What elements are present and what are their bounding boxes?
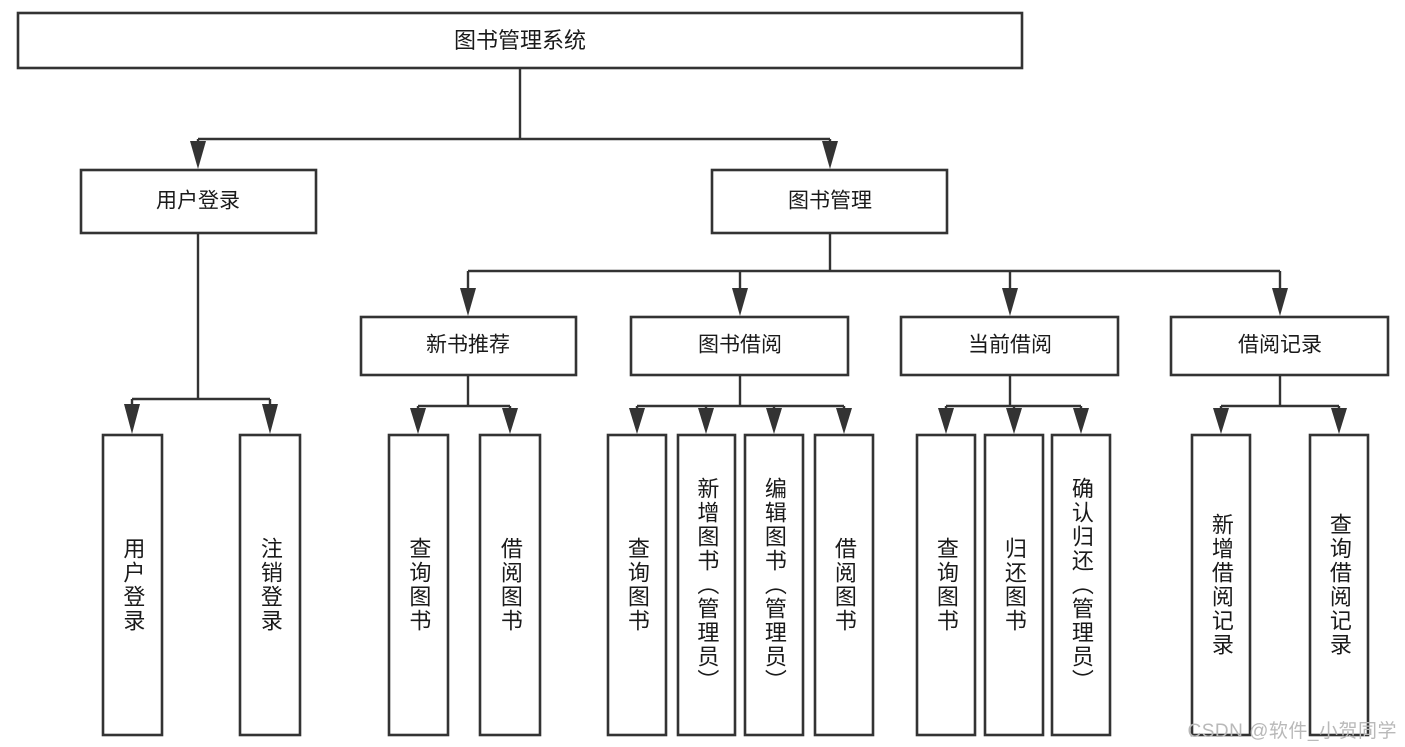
leaf-query-book-1-box[interactable]	[387, 433, 450, 737]
arrowhead-leaf-borrow-book-1	[502, 408, 518, 434]
node-book-borrow-box[interactable]	[629, 315, 850, 377]
node-user-login-box[interactable]	[79, 168, 318, 235]
node-current-borrow-label: 当前借阅	[968, 334, 1052, 357]
node-root-box[interactable]	[16, 11, 1024, 70]
leaf-query-book-2-box[interactable]	[606, 433, 668, 737]
node-borrow-record-label: 借阅记录	[1238, 334, 1322, 357]
arrowhead-book-management	[822, 141, 838, 169]
arrowhead-leaf-query-book-2	[629, 408, 645, 434]
node-user-login[interactable]: 用户登录	[79, 168, 318, 235]
arrowhead-new-book-recommend	[460, 288, 476, 316]
leaf-edit-book-box[interactable]	[743, 433, 805, 737]
leaf-return-book-box[interactable]	[983, 433, 1045, 737]
node-borrow-record-box[interactable]	[1169, 315, 1390, 377]
arrowhead-leaf-return-book	[1006, 408, 1022, 434]
leaf-user-logout-box[interactable]	[238, 433, 302, 737]
leaf-box-layer[interactable]	[101, 433, 1370, 737]
node-new-book-recommend-label: 新书推荐	[426, 334, 510, 357]
arrowhead-leaf-user-login	[124, 404, 140, 434]
node-book-borrow[interactable]: 图书借阅	[629, 315, 850, 377]
leaf-add-record-box[interactable]	[1190, 433, 1252, 737]
leaf-user-login-box[interactable]	[101, 433, 164, 737]
node-root-label: 图书管理系统	[454, 28, 586, 53]
node-new-book-recommend-box[interactable]	[359, 315, 578, 377]
arrowhead-current-borrow	[1002, 288, 1018, 316]
arrowhead-leaf-confirm-return	[1073, 408, 1089, 434]
arrowhead-leaf-query-book-1	[410, 408, 426, 434]
leaf-confirm-return-box[interactable]	[1050, 433, 1112, 737]
node-book-borrow-label: 图书借阅	[698, 334, 782, 357]
arrowhead-user-login	[190, 141, 206, 169]
node-root[interactable]: 图书管理系统	[16, 11, 1024, 70]
arrowhead-book-borrow	[732, 288, 748, 316]
leaf-borrow-book-1-box[interactable]	[478, 433, 542, 737]
node-user-login-label: 用户登录	[156, 190, 240, 213]
arrowhead-leaf-add-book	[698, 408, 714, 434]
leaf-borrow-book-2-box[interactable]	[813, 433, 875, 737]
leaf-add-book-box[interactable]	[676, 433, 737, 737]
node-book-management[interactable]: 图书管理	[710, 168, 949, 235]
arrowhead-leaf-borrow-book-2	[836, 408, 852, 434]
connector-layer	[124, 68, 1347, 434]
node-new-book-recommend[interactable]: 新书推荐	[359, 315, 578, 377]
leaf-query-book-3-box[interactable]	[915, 433, 977, 737]
arrowhead-leaf-user-logout	[262, 404, 278, 434]
node-borrow-record[interactable]: 借阅记录	[1169, 315, 1390, 377]
leaf-query-record-box[interactable]	[1308, 433, 1370, 737]
arrowhead-borrow-record	[1272, 288, 1288, 316]
arrowhead-leaf-add-record	[1213, 408, 1229, 434]
node-book-management-box[interactable]	[710, 168, 949, 235]
node-book-management-label: 图书管理	[788, 190, 872, 213]
node-current-borrow[interactable]: 当前借阅	[899, 315, 1120, 377]
node-current-borrow-box[interactable]	[899, 315, 1120, 377]
arrowhead-leaf-query-book-3	[938, 408, 954, 434]
watermark: CSDN @软件_小贺同学	[1187, 721, 1397, 742]
arrowhead-leaf-edit-book	[766, 408, 782, 434]
arrowhead-leaf-query-record	[1331, 408, 1347, 434]
